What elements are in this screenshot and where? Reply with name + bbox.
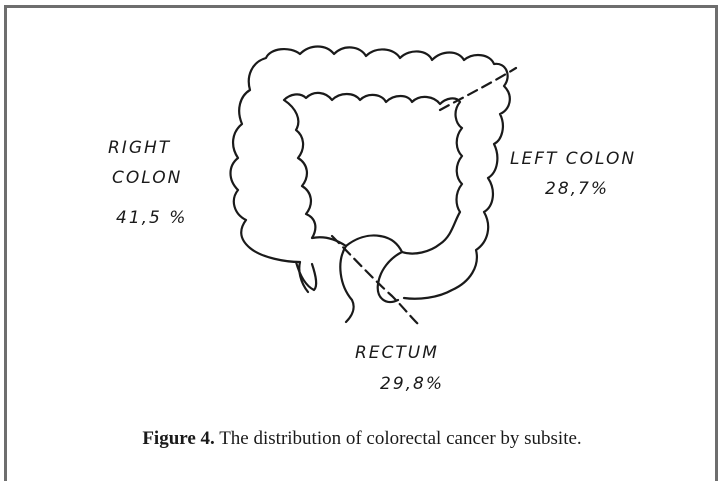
- colon-inner-contour: [284, 93, 462, 254]
- rectum-outer: [340, 246, 353, 322]
- divider-rectum: [332, 236, 418, 324]
- right-colon-label-line2: COLON: [112, 167, 182, 189]
- colon-outer-contour: [231, 47, 510, 299]
- rectum-percentage: 29,8%: [380, 373, 444, 395]
- left-colon-label: LEFT COLON: [510, 148, 636, 170]
- rectum-label: RECTUM: [355, 342, 439, 364]
- right-colon-label-line1: RIGHT: [108, 137, 171, 159]
- figure-number: Figure 4.: [142, 428, 214, 449]
- figure-caption: Figure 4. The distribution of colorectal…: [0, 428, 724, 450]
- figure-caption-text: The distribution of colorectal cancer by…: [215, 428, 582, 449]
- right-colon-percentage: 41,5 %: [116, 207, 187, 229]
- divider-left-colon: [440, 68, 516, 110]
- left-colon-percentage: 28,7%: [545, 178, 609, 200]
